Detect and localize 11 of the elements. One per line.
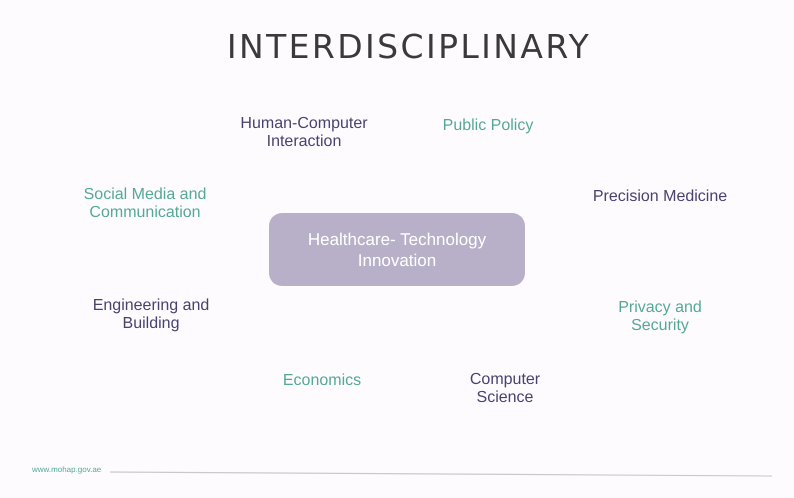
central-topic-box: Healthcare- Technology Innovation [269, 213, 525, 286]
discipline-label: Privacy and Security [617, 299, 703, 335]
discipline-label: Economics [282, 372, 362, 390]
discipline-label: Human-Computer Interaction [239, 115, 369, 151]
discipline-label: Precision Medicine [592, 188, 728, 206]
discipline-label: Public Policy [442, 117, 534, 135]
discipline-label: Engineering and Building [92, 297, 210, 333]
footer-web-address: www.mohap.gov.ae [32, 465, 102, 475]
discipline-label: Social Media and Communication [82, 186, 208, 222]
discipline-label: Computer Science [468, 371, 542, 407]
slide-title: INTERDISCIPLINARY [226, 28, 592, 66]
